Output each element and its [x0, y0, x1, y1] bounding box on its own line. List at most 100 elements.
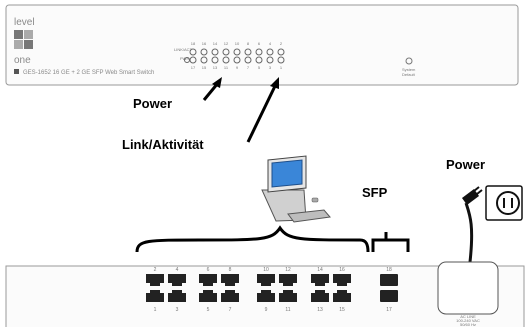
rj45-port-2[interactable] [146, 274, 164, 286]
power-outlet-icon [485, 185, 523, 221]
led-link-14 [211, 48, 219, 56]
bottom-led-number: 9 [236, 65, 239, 70]
ac-line2: 100-240 VAC [456, 318, 480, 323]
power-led-label: Power [133, 96, 172, 111]
top-led-numbers: 18 16 14 12 10 8 6 4 2 [191, 41, 283, 46]
led-link-15 [200, 56, 208, 64]
rj45-port-7[interactable] [221, 290, 239, 302]
top-led-number: 14 [213, 41, 218, 46]
reset-button[interactable] [405, 57, 413, 65]
top-led-number: 2 [280, 41, 283, 46]
port-group-brace [135, 225, 370, 253]
link-activity-arrow [246, 83, 278, 143]
led-power [184, 57, 190, 63]
top-led-number: 4 [269, 41, 272, 46]
led-link-6 [255, 48, 263, 56]
rj45-port-14[interactable] [311, 274, 329, 286]
led-link-7 [244, 56, 252, 64]
rj45-port-12[interactable] [279, 274, 297, 286]
top-led-number: 16 [202, 41, 207, 46]
rj45-port-6[interactable] [199, 274, 217, 286]
rear-bottom-port-number: 7 [229, 307, 232, 313]
rear-bottom-port-number: 15 [339, 307, 345, 313]
power-led-arrowhead-icon [212, 77, 222, 88]
rj45-port-3[interactable] [168, 290, 186, 302]
ac-line1: AC LINE [460, 314, 476, 319]
rj45-port-11[interactable] [279, 290, 297, 302]
sfp-bottom-number: 17 [386, 307, 392, 313]
top-led-number: 6 [258, 41, 261, 46]
led-link-8 [244, 48, 252, 56]
top-led-number: 10 [235, 41, 240, 46]
rj45-port-8[interactable] [221, 274, 239, 286]
bottom-led-number: 7 [247, 65, 250, 70]
model-marker-icon [14, 69, 19, 74]
rear-top-port-number: 12 [285, 267, 291, 273]
link-activity-arrowhead-icon [270, 77, 279, 89]
top-led-number: 8 [247, 41, 250, 46]
bottom-led-number: 17 [191, 65, 196, 70]
led-link-11 [222, 56, 230, 64]
reset-label-line1: System [402, 67, 416, 72]
brand-logo-icon [14, 30, 33, 49]
rj45-port-15[interactable] [333, 290, 351, 302]
rj45-port-4[interactable] [168, 274, 186, 286]
led-link-18 [189, 48, 197, 56]
led-link-1 [277, 56, 285, 64]
power-plug-icon [462, 186, 483, 263]
led-link-12 [222, 48, 230, 56]
rear-top-port-number: 14 [317, 267, 323, 273]
led-link-3 [266, 56, 274, 64]
brand-line1: level [14, 17, 35, 28]
callout-arrows [202, 77, 279, 143]
bottom-led-number: 11 [224, 65, 229, 70]
led-indicators [184, 48, 285, 64]
rj45-port-5[interactable] [199, 290, 217, 302]
sfp-bracket [371, 232, 410, 252]
front-panel: level one GES-1652 16 GE + 2 GE SFP Web … [5, 4, 519, 86]
ac-power-inlet[interactable] [437, 261, 499, 315]
link-activity-label: Link/Aktivität [122, 137, 204, 152]
top-led-number: 12 [224, 41, 229, 46]
rear-top-port-number: 2 [154, 267, 157, 273]
bottom-led-number: 1 [280, 65, 283, 70]
rear-top-port-number: 8 [229, 267, 232, 273]
rear-bottom-port-number: 3 [176, 307, 179, 313]
led-link-2 [277, 48, 285, 56]
model-text: GES-1652 16 GE + 2 GE SFP Web Smart Swit… [23, 70, 154, 76]
ac-line3: 50/60 Hz [460, 322, 476, 327]
rear-bottom-port-number: 11 [285, 307, 290, 313]
led-link-16 [200, 48, 208, 56]
rj45-port-16[interactable] [333, 274, 351, 286]
power-plug-label: Power [446, 157, 485, 172]
computer-icon [261, 155, 331, 223]
rj45-port-9[interactable] [257, 290, 275, 302]
rear-bottom-port-number: 9 [265, 307, 268, 313]
rj45-port-1[interactable] [146, 290, 164, 302]
rj45-ports [146, 274, 351, 302]
reset-label-line2: Default [402, 72, 416, 77]
rj45-port-10[interactable] [257, 274, 275, 286]
rear-bottom-port-number: 5 [207, 307, 210, 313]
bottom-led-number: 15 [202, 65, 207, 70]
led-link-4 [266, 48, 274, 56]
bottom-led-number: 13 [213, 65, 218, 70]
rj45-port-13[interactable] [311, 290, 329, 302]
rear-top-port-number: 6 [207, 267, 210, 273]
bottom-led-number: 5 [258, 65, 261, 70]
sfp-port-17[interactable] [380, 290, 398, 302]
brand-line2: one [14, 55, 31, 66]
led-link-5 [255, 56, 263, 64]
rear-bottom-port-number: 1 [154, 307, 157, 313]
sfp-port-18[interactable] [380, 274, 398, 286]
rear-top-port-number: 10 [263, 267, 269, 273]
led-label-link: LINK/ACT [174, 47, 193, 52]
sfp-top-number: 18 [386, 267, 392, 273]
sfp-label: SFP [362, 185, 388, 200]
top-led-number: 18 [191, 41, 196, 46]
led-link-13 [211, 56, 219, 64]
